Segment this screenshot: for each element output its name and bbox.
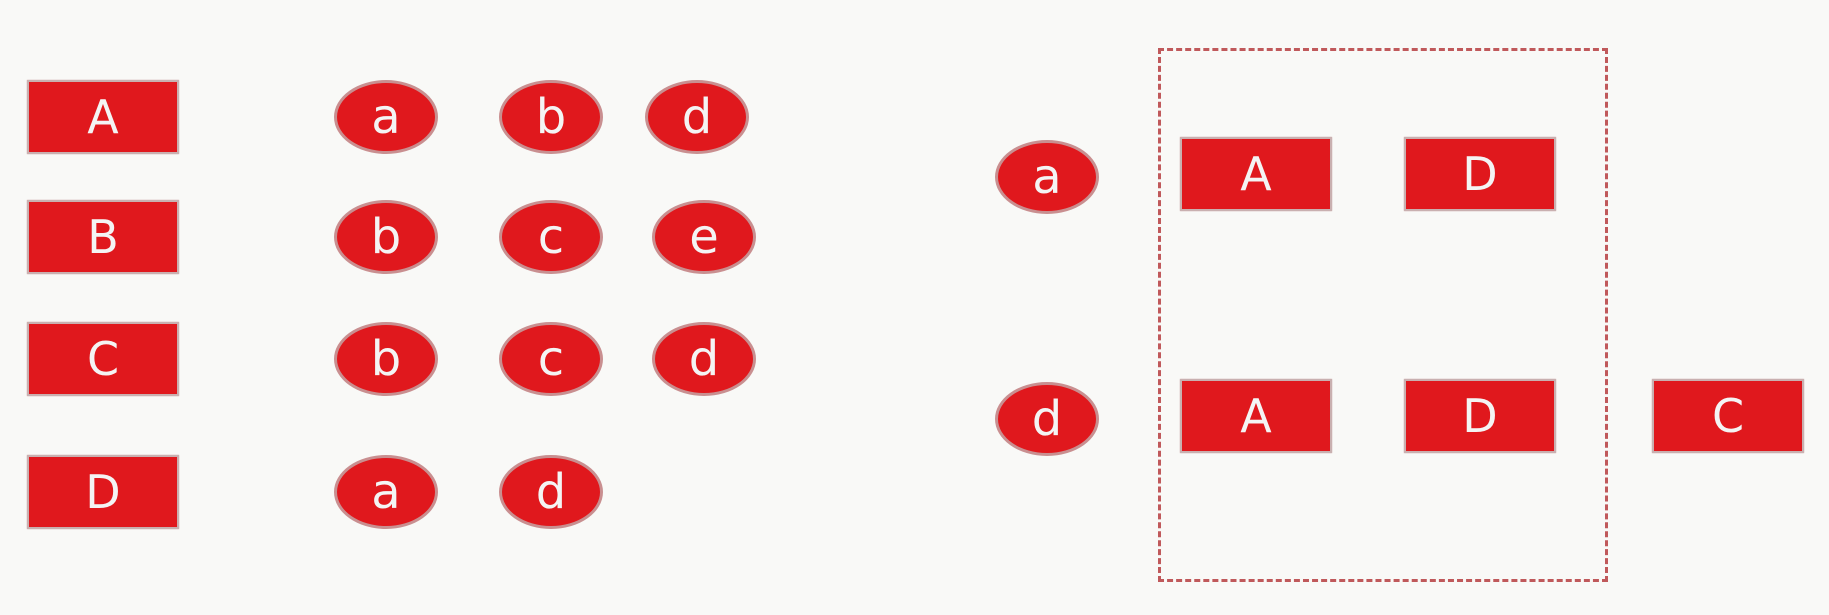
transaction-3-item-3: d (652, 322, 756, 396)
transaction-3-item-1: b (334, 322, 438, 396)
group-top-item-1: A (1180, 137, 1332, 211)
transaction-4-item-2: d (499, 455, 603, 529)
transaction-2-item-2: c (499, 200, 603, 274)
transaction-3-item-2: c (499, 322, 603, 396)
transaction-2-item-1: b (334, 200, 438, 274)
transaction-1-item-3: d (645, 80, 749, 154)
group-key-bottom: d (995, 382, 1099, 456)
transaction-4-item-1: a (334, 455, 438, 529)
transaction-1-item-1: a (334, 80, 438, 154)
group-key-top: a (995, 140, 1099, 214)
group-bottom-item-2: D (1404, 379, 1556, 453)
group-bottom-outside-item: C (1652, 379, 1804, 453)
item-D: D (27, 455, 179, 529)
transaction-1-item-2: b (499, 80, 603, 154)
item-A: A (27, 80, 179, 154)
item-B: B (27, 200, 179, 274)
group-top-item-2: D (1404, 137, 1556, 211)
transaction-2-item-3: e (652, 200, 756, 274)
group-bottom-item-1: A (1180, 379, 1332, 453)
dashed-group-frame (1158, 48, 1608, 582)
item-C: C (27, 322, 179, 396)
